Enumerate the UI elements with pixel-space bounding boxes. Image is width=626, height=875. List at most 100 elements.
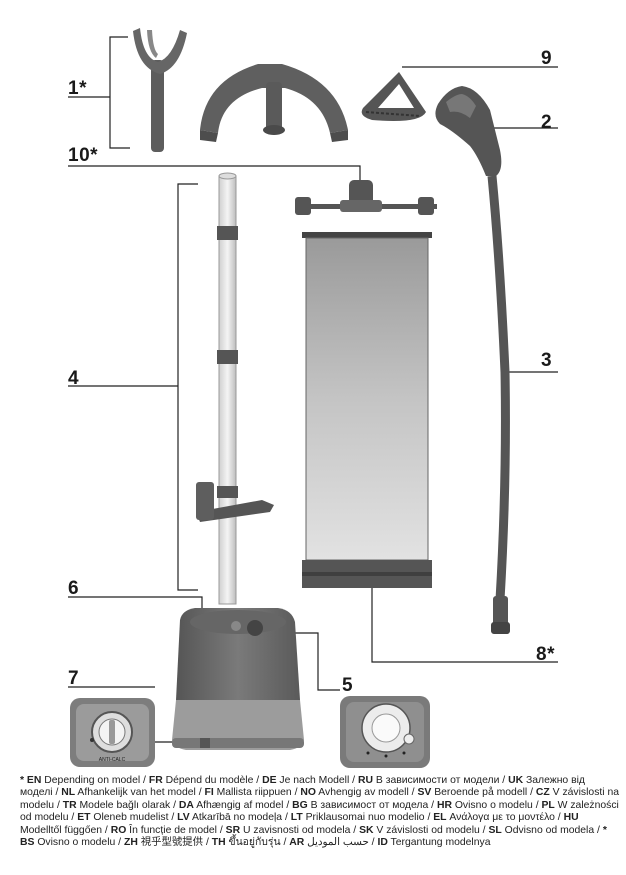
legend-entry: * EN Depending on model [20,775,140,786]
legend-entry: RO În funcție de model [111,825,217,836]
legend-code: FI [204,787,214,799]
legend-entry: FI Mallista riippuen [205,787,292,798]
label-9: 9 [541,48,553,69]
legend-entry: BG В зависимост от модела [292,800,428,811]
model-dependency-legend: * EN Depending on model / FR Dépend du m… [20,775,620,849]
legend-code: SL [488,824,502,836]
legend-entry: FR Dépend du modèle [149,775,254,786]
steamer-base [172,608,304,750]
legend-code: HR [436,799,452,811]
legend-code: BG [292,799,308,811]
dial-label: ANTI-CALC [99,757,126,763]
legend-code: EL [433,812,447,824]
legend-code: DE [262,775,277,786]
legend-text: Modele bağlı olarak [76,799,171,811]
legend-code: SV [417,787,432,799]
label-2: 2 [541,112,553,133]
legend-entry: SL Odvisno od modela [488,825,594,836]
legend-entry: HR Ovisno o modelu [437,800,533,811]
legend-text: Odvisno od modela [501,824,595,836]
legend-code: LV [177,812,190,824]
legend-code: NL [61,787,76,799]
legend-entry: RU В зависимости от модели [358,775,499,786]
legend-entry: NL Afhankelijk van het model [61,787,196,798]
legend-entry: EL Ανάλογα με το μοντέλο [433,812,555,823]
label-6: 6 [68,578,80,599]
legend-text: Dépend du modèle [162,775,254,786]
legend-code: LT [290,812,303,824]
legend-entry: ID Tergantung modelnya [377,837,490,848]
brush-accessory [361,72,426,121]
label-1: 1* [68,78,87,99]
legend-entry: CZ V závislosti na modelu [20,787,619,810]
legend-code: * EN [20,775,42,786]
legend-entry: AR حسب الموديل [289,837,369,848]
legend-text: Oleneb mudelist [90,812,169,824]
ironing-board [302,232,432,588]
legend-text: Mallista riippuen [213,787,292,799]
legend-text: În funcție de model [126,824,217,836]
legend-text: Depending on model [41,775,141,786]
legend-text: Залежно від моделі [20,775,585,799]
leader-lines [68,36,558,743]
legend-text: Afhankelijk van het model [75,787,196,799]
legend-entry: LV Atkarībā no modeļa [177,812,282,823]
shoulder-hanger [200,64,348,142]
trouser-clip-hanger [295,180,437,215]
steam-hose [487,175,510,601]
legend-entry: UK Залежно від моделі [20,775,585,798]
legend-text: Ovisno o modelu [451,799,533,811]
legend-text: V závislosti na modelu [20,787,620,811]
label-7: 7 [68,668,80,689]
anti-calc-detail: ANTI-CALC [70,698,155,767]
legend-text: Priklausomai nuo modelio [302,812,425,824]
legend-entry: HU Modelltől függően [20,812,579,835]
legend-code: ET [77,812,91,824]
label-8: 8* [536,644,555,665]
legend-text: Beroende på modell [431,787,528,799]
legend-entry: ET Oleneb mudelist [77,812,168,823]
steam-head [435,86,502,176]
legend-text: ขึ้นอยู่กับรุ่น [225,837,281,849]
legend-code: SK [359,824,374,836]
legend-text: Je nach Modell [276,775,350,786]
label-4: 4 [68,368,80,389]
legend-text: Ανάλογα με το μοντέλο [446,812,555,824]
legend-text: В зависимости от модели [372,775,500,786]
legend-code: HU [563,812,579,824]
legend-code: NO [300,787,316,799]
legend-entry: TR Modele bağlı olarak [63,800,170,811]
legend-text: Afhængig af model [193,799,284,811]
legend-code: TH [211,837,226,849]
legend-code: FR [148,775,163,786]
legend-text: Ovisno o modelu [34,837,116,849]
legend-code: RO [110,824,127,836]
label-3: 3 [541,350,553,371]
legend-code: ID [377,837,388,849]
legend-text: Modelltől függően [20,824,103,836]
legend-code: SR [225,824,241,836]
legend-code: ZH [123,837,138,849]
legend-text: 視乎型號提供 [137,837,204,849]
label-10: 10* [68,145,99,166]
legend-entry: DE Je nach Modell [262,775,349,786]
legend-text: В зависимост от модела [307,799,429,811]
legend-text: U zavisnosti od modela [240,824,351,836]
legend-text: Tergantung modelnya [387,837,491,849]
legend-code: PL [541,799,555,811]
legend-code: RU [357,775,373,786]
legend-text: حسب الموديل [304,837,369,849]
legend-entry: LT Priklausomai nuo modelio [291,812,425,823]
legend-text: V závislosti od modelu [373,824,480,836]
legend-entry: * BS Ovisno o modelu [20,825,607,848]
garment-hanger-part [133,28,187,152]
legend-entry: NO Avhengig av modell [300,787,408,798]
legend-entry: DA Afhængig af model [179,800,284,811]
legend-code: AR [289,837,305,849]
legend-text: Avhengig av modell [315,787,409,799]
legend-entry: SK V závislosti od modelu [359,825,480,836]
legend-entry: PL W zależności od modelu [20,800,619,823]
legend-entry: SV Beroende på modell [417,787,527,798]
legend-entry: SR U zavisnosti od modela [226,825,351,836]
